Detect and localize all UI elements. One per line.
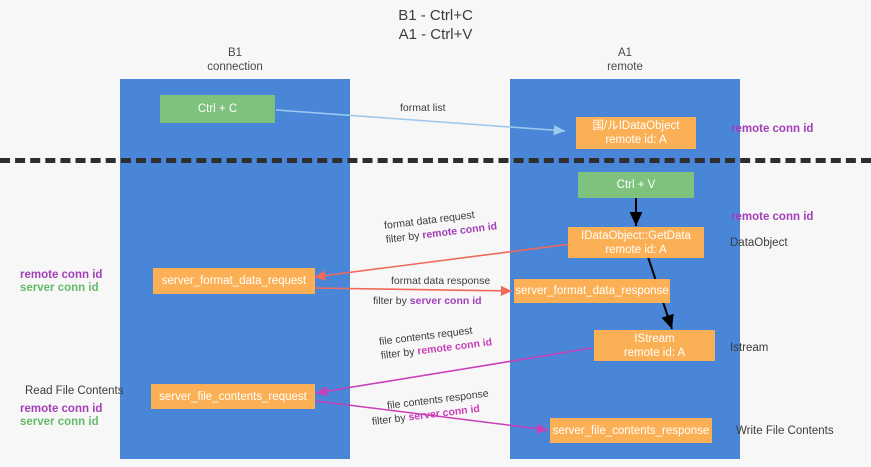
edge-label-format-data-response-filter: filter by server conn id bbox=[373, 294, 490, 308]
column-header-a1-name: A1 bbox=[617, 47, 633, 59]
box-getdata-line2: remote id: A bbox=[605, 243, 667, 256]
column-header-b1-role: connection bbox=[207, 61, 263, 73]
box-ctrl-v[interactable]: Ctrl + V bbox=[578, 172, 694, 198]
box-idataobject-line2: remote id: A bbox=[605, 134, 667, 146]
annotation-dataobject: DataObject bbox=[730, 237, 788, 249]
annotation-left-server-conn-id-1: server conn id bbox=[20, 282, 99, 294]
box-ctrl-c[interactable]: Ctrl + C bbox=[160, 95, 275, 123]
page-title: B1 - Ctrl+C A1 - Ctrl+V bbox=[0, 6, 871, 44]
box-istream[interactable]: IStream remote id: A bbox=[594, 330, 715, 361]
column-header-b1-name: B1 bbox=[227, 47, 243, 59]
filter-key-server-conn-id: server conn id bbox=[409, 295, 482, 307]
box-server-format-data-response-label: server_format_data_response bbox=[515, 285, 669, 297]
title-line-2: A1 - Ctrl+V bbox=[398, 26, 473, 43]
box-idataobject[interactable]: 国/ルIDataObject remote id: A bbox=[576, 117, 696, 149]
box-server-file-contents-request[interactable]: server_file_contents_request bbox=[151, 384, 315, 409]
column-header-a1-role: remote bbox=[607, 61, 643, 73]
phase-divider bbox=[0, 158, 871, 163]
edge-label-format-list-text: format list bbox=[400, 102, 446, 114]
edge-label-format-data-response-text: format data response bbox=[391, 275, 491, 287]
edge-label-format-list: format list bbox=[400, 101, 446, 115]
annotation-istream: Istream bbox=[730, 342, 769, 354]
annotation-left-remote-conn-id-1: remote conn id bbox=[20, 269, 103, 281]
edge-label-file-contents-response: file contents response filter by server … bbox=[371, 387, 491, 428]
annotation-left-server-conn-id-2: server conn id bbox=[20, 416, 99, 428]
box-server-format-data-request[interactable]: server_format_data_request bbox=[153, 268, 315, 294]
filter-prefix: filter by bbox=[385, 229, 424, 246]
title-line-1: B1 - Ctrl+C bbox=[398, 7, 473, 24]
box-istream-line2: remote id: A bbox=[623, 346, 686, 359]
box-ctrl-v-label: Ctrl + V bbox=[616, 179, 656, 191]
box-server-file-contents-response[interactable]: server_file_contents_response bbox=[550, 418, 712, 443]
box-server-format-data-response[interactable]: server_format_data_response bbox=[514, 279, 670, 303]
filter-prefix: filter by bbox=[371, 411, 410, 428]
annotation-remote-conn-id-top: remote conn id bbox=[731, 123, 814, 135]
box-getdata-line1: IDataObject::GetData bbox=[581, 229, 691, 242]
box-ctrl-c-label: Ctrl + C bbox=[197, 103, 238, 115]
annotation-left-remote-conn-id-2: remote conn id bbox=[20, 403, 103, 415]
box-server-file-contents-request-label: server_file_contents_request bbox=[159, 390, 307, 403]
box-idataobject-getdata[interactable]: IDataObject::GetData remote id: A bbox=[568, 227, 704, 258]
box-server-format-data-request-label: server_format_data_request bbox=[161, 275, 307, 287]
annotation-read-file-contents: Read File Contents bbox=[25, 385, 124, 397]
box-istream-line1: IStream bbox=[634, 332, 675, 345]
edge-label-format-data-request: format data request filter by remote con… bbox=[383, 205, 498, 246]
edge-label-format-data-response: format data response filter by server co… bbox=[373, 274, 491, 308]
annotation-remote-conn-id-mid: remote conn id bbox=[731, 211, 814, 223]
column-header-b1: B1 connection bbox=[120, 46, 350, 74]
filter-prefix: filter by bbox=[380, 345, 419, 362]
box-idataobject-line1: 国/ルIDataObject bbox=[592, 120, 680, 132]
box-server-file-contents-response-label: server_file_contents_response bbox=[552, 424, 710, 437]
edge-label-file-contents-request: file contents request filter by remote c… bbox=[378, 321, 493, 362]
annotation-write-file-contents: Write File Contents bbox=[736, 425, 834, 437]
column-header-a1: A1 remote bbox=[510, 46, 740, 74]
filter-prefix: filter by bbox=[373, 295, 410, 307]
